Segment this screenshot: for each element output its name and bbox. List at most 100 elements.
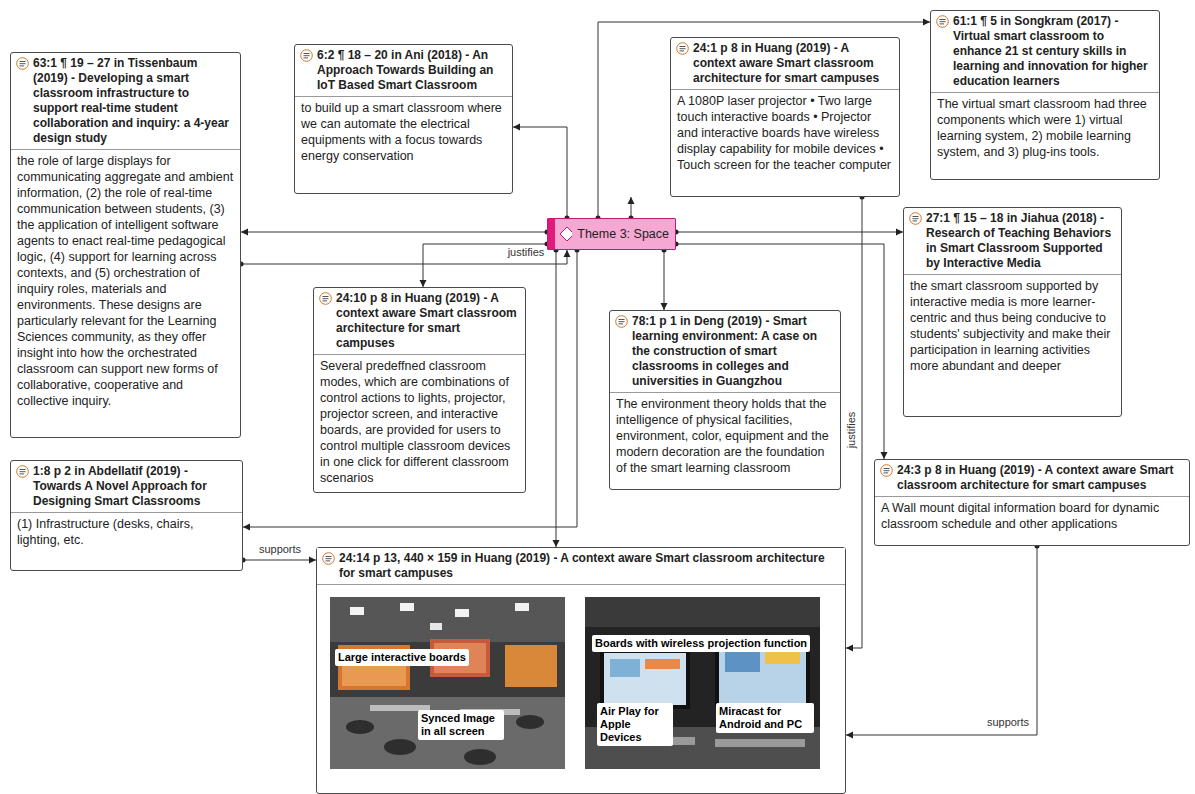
quote-icon (880, 464, 893, 477)
quotation-text: the smart classroom supported by interac… (904, 275, 1121, 380)
quotation-box: 27:1 ¶ 15 – 18 in Jiahua (2018) - Resear… (903, 207, 1122, 417)
arrowhead (661, 303, 668, 310)
relation-label: justifies (506, 246, 547, 258)
arrowhead (309, 557, 316, 564)
connector (596, 19, 931, 221)
connector-line (598, 22, 930, 218)
arrowhead (846, 732, 853, 739)
quote-icon (615, 315, 628, 328)
quotation-box: 63:1 ¶ 19 – 27 in Tissenbaum (2019) - De… (10, 52, 241, 438)
quotation-source: 24:10 p 8 in Huang (2019) - A context aw… (336, 291, 520, 351)
connector (661, 248, 668, 311)
quote-icon (936, 15, 949, 28)
connector (513, 124, 570, 221)
arrowhead (241, 229, 248, 236)
relation-label: supports (257, 543, 303, 555)
connector-line (664, 250, 665, 310)
quote-icon (16, 465, 29, 478)
connector (241, 557, 317, 564)
quotation-text: The virtual smart classroom had three co… (931, 93, 1159, 166)
photo-label: Miracast for Android and PC (716, 703, 814, 733)
theme-title: Theme 3: Space (574, 227, 675, 241)
connector-line (243, 560, 316, 561)
connector (553, 248, 560, 548)
photo-label: Air Play for Apple Devices (597, 703, 673, 746)
quotation-header: 24:14 p 13, 440 × 159 in Huang (2019) - … (317, 548, 845, 585)
quotation-text: A Wall mount digital information board f… (875, 497, 1189, 538)
quotation-box: 1:8 p 2 in Abdellatif (2019) - Towards A… (10, 460, 243, 571)
quotation-box: 6:2 ¶ 18 – 20 in Ani (2018) - An Approac… (294, 44, 513, 194)
arrowhead (420, 280, 427, 287)
arrowhead (896, 229, 903, 236)
arrowhead (513, 124, 520, 131)
quotation-header: 27:1 ¶ 15 – 18 in Jiahua (2018) - Resear… (904, 208, 1121, 275)
quotation-source: 61:1 ¶ 5 in Songkram (2017) - Virtual sm… (953, 14, 1154, 89)
quotation-text: A 1080P laser projector • Two large touc… (671, 90, 899, 179)
arrowhead (564, 250, 571, 257)
photo-label: Synced Image in all screen (418, 710, 504, 740)
quotation-source: 24:1 p 8 in Huang (2019) - A context awa… (693, 41, 894, 86)
quotation-header: 63:1 ¶ 19 – 27 in Tissenbaum (2019) - De… (11, 53, 240, 150)
connector-line (556, 250, 557, 547)
quote-icon (300, 49, 313, 62)
connector-line (423, 244, 547, 287)
quotation-source: 63:1 ¶ 19 – 27 in Tissenbaum (2019) - De… (33, 56, 235, 146)
connector (846, 544, 1040, 739)
quotation-box: 78:1 p 1 in Deng (2019) - Smart learning… (609, 310, 841, 490)
connector (846, 195, 865, 652)
quotation-source: 24:14 p 13, 440 × 159 in Huang (2019) - … (339, 551, 840, 581)
quotation-box: 24:3 p 8 in Huang (2019) - A context awa… (874, 459, 1190, 546)
connector (420, 242, 550, 288)
quotation-header: 61:1 ¶ 5 in Songkram (2017) - Virtual sm… (931, 11, 1159, 93)
quote-icon (322, 552, 335, 565)
quote-icon (319, 292, 332, 305)
connector-line (676, 232, 903, 233)
connector (674, 229, 904, 236)
connector (243, 248, 580, 531)
photo-label: Boards with wireless projection function (592, 635, 810, 652)
quotation-text: the role of large displays for communica… (11, 150, 240, 415)
quotation-source: 78:1 p 1 in Deng (2019) - Smart learning… (632, 314, 835, 389)
quotation-source: 1:8 p 2 in Abdellatif (2019) - Towards A… (33, 464, 237, 509)
arrowhead (923, 19, 930, 26)
quotation-text: (1) Infrastructure (desks, chairs, light… (11, 513, 242, 554)
quotation-header: 6:2 ¶ 18 – 20 in Ani (2018) - An Approac… (295, 45, 512, 97)
quotation-box: 24:1 p 8 in Huang (2019) - A context awa… (670, 37, 900, 197)
quotation-source: 27:1 ¶ 15 – 18 in Jiahua (2018) - Resear… (926, 211, 1116, 271)
connector (628, 197, 635, 221)
connector-line (846, 197, 862, 648)
relation-label: justifies (845, 410, 857, 451)
quotation-box: 61:1 ¶ 5 in Songkram (2017) - Virtual sm… (930, 10, 1160, 180)
connector (241, 229, 550, 236)
quotation-box: 24:10 p 8 in Huang (2019) - A context aw… (313, 287, 526, 493)
quotation-header: 24:10 p 8 in Huang (2019) - A context aw… (314, 288, 525, 355)
quotation-source: 24:3 p 8 in Huang (2019) - A context awa… (897, 463, 1184, 493)
quotation-text: to build up a smart classroom where we c… (295, 97, 512, 170)
quotation-header: 78:1 p 1 in Deng (2019) - Smart learning… (610, 311, 840, 393)
connector-line (513, 127, 567, 218)
quote-icon (909, 212, 922, 225)
connector-line (241, 232, 547, 233)
arrowhead (846, 645, 853, 652)
quote-icon (676, 42, 689, 55)
diamond-icon (559, 226, 573, 242)
arrowhead (628, 197, 635, 204)
photo-label: Large interactive boards (335, 649, 469, 666)
relation-label: supports (985, 716, 1031, 728)
theme-strip (548, 219, 555, 249)
quote-icon (16, 57, 29, 70)
connector-line (243, 250, 577, 527)
quotation-header: 24:1 p 8 in Huang (2019) - A context awa… (671, 38, 899, 90)
arrowhead (243, 524, 250, 531)
quotation-text: Several predeffned classroom modes, whic… (314, 355, 525, 492)
theme-node: Theme 3: Space (547, 218, 676, 250)
quotation-text: The environment theory holds that the in… (610, 393, 840, 482)
arrowhead (553, 540, 560, 547)
connector-line (846, 546, 1037, 735)
quotation-header: 24:3 p 8 in Huang (2019) - A context awa… (875, 460, 1189, 497)
arrowhead (881, 452, 888, 459)
classroom-photo (330, 597, 565, 769)
quotation-header: 1:8 p 2 in Abdellatif (2019) - Towards A… (11, 461, 242, 513)
quotation-source: 6:2 ¶ 18 – 20 in Ani (2018) - An Approac… (317, 48, 507, 93)
